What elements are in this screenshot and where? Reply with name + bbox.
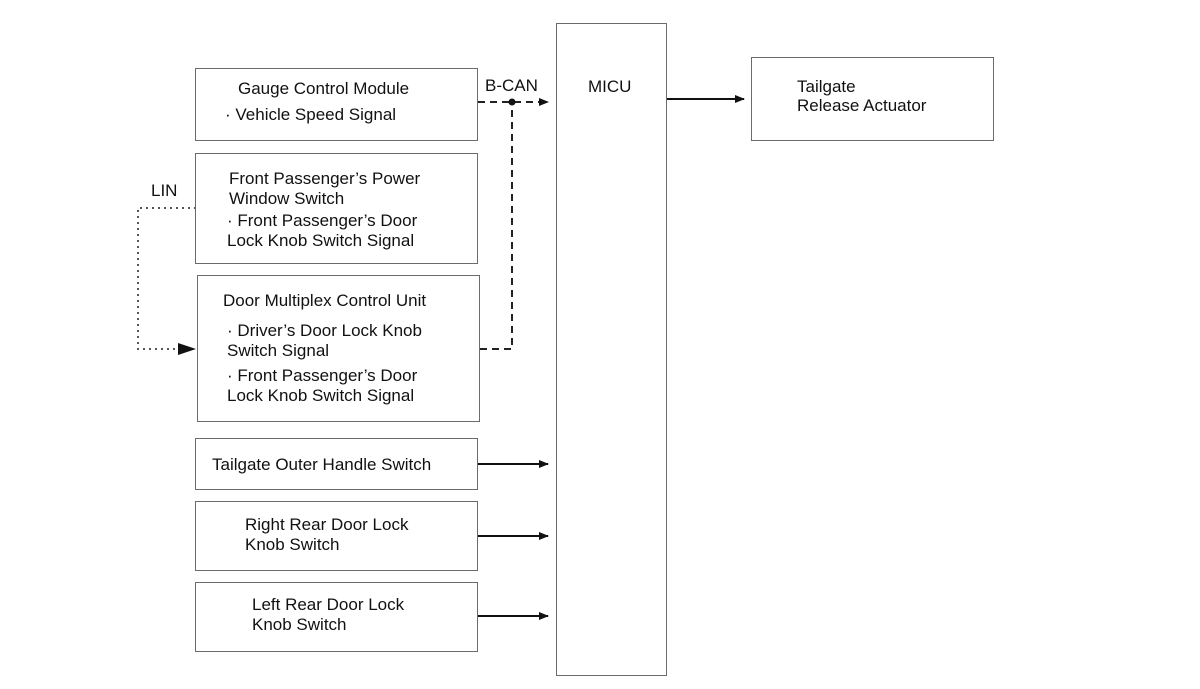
left-rear-line2: Knob Switch bbox=[252, 615, 347, 634]
door-multiplex-line2: Switch Signal bbox=[227, 341, 330, 360]
door-multiplex-line3: · Front Passenger’s Door bbox=[227, 366, 418, 385]
door-multiplex-title: Door Multiplex Control Unit bbox=[223, 291, 427, 310]
fp-switch-line4: Lock Knob Switch Signal bbox=[227, 231, 415, 250]
micu-label: MICU bbox=[588, 77, 632, 96]
vehicle-speed-signal: · Vehicle Speed Signal bbox=[225, 105, 397, 124]
left-rear-door-lock-box bbox=[195, 582, 478, 652]
lin-label: LIN bbox=[151, 181, 178, 200]
lin-arrowhead bbox=[178, 343, 196, 355]
right-rear-line2: Knob Switch bbox=[245, 535, 340, 554]
fp-switch-line2: Window Switch bbox=[229, 189, 345, 208]
front-passenger-window-switch-box bbox=[195, 153, 478, 264]
micu-box bbox=[556, 23, 667, 676]
fp-switch-line3: · Front Passenger’s Door bbox=[227, 211, 418, 230]
lin-line bbox=[137, 207, 196, 350]
door-multiplex-control-unit-box bbox=[197, 275, 480, 422]
door-multiplex-line1: · Driver’s Door Lock Knob bbox=[227, 321, 422, 340]
fp-switch-line1: Front Passenger’s Power bbox=[229, 169, 421, 188]
tailgate-outer-handle-switch-box bbox=[195, 438, 478, 490]
right-rear-line1: Right Rear Door Lock bbox=[245, 515, 409, 534]
bcan-junction-dot bbox=[508, 98, 516, 106]
bcan-door-multiplex-line bbox=[480, 102, 513, 350]
gauge-control-module-box bbox=[195, 68, 478, 141]
tailgate-outer-handle-switch-label: Tailgate Outer Handle Switch bbox=[212, 455, 432, 474]
right-rear-door-lock-box bbox=[195, 501, 478, 571]
gauge-control-module-title: Gauge Control Module bbox=[238, 79, 410, 98]
bcan-label: B-CAN bbox=[485, 76, 538, 95]
actuator-box bbox=[751, 57, 994, 141]
actuator-label-line1: Tailgate bbox=[797, 77, 856, 96]
left-rear-line1: Left Rear Door Lock bbox=[252, 595, 405, 614]
door-multiplex-line4: Lock Knob Switch Signal bbox=[227, 386, 415, 405]
actuator-label-line2: Release Actuator bbox=[797, 96, 927, 115]
